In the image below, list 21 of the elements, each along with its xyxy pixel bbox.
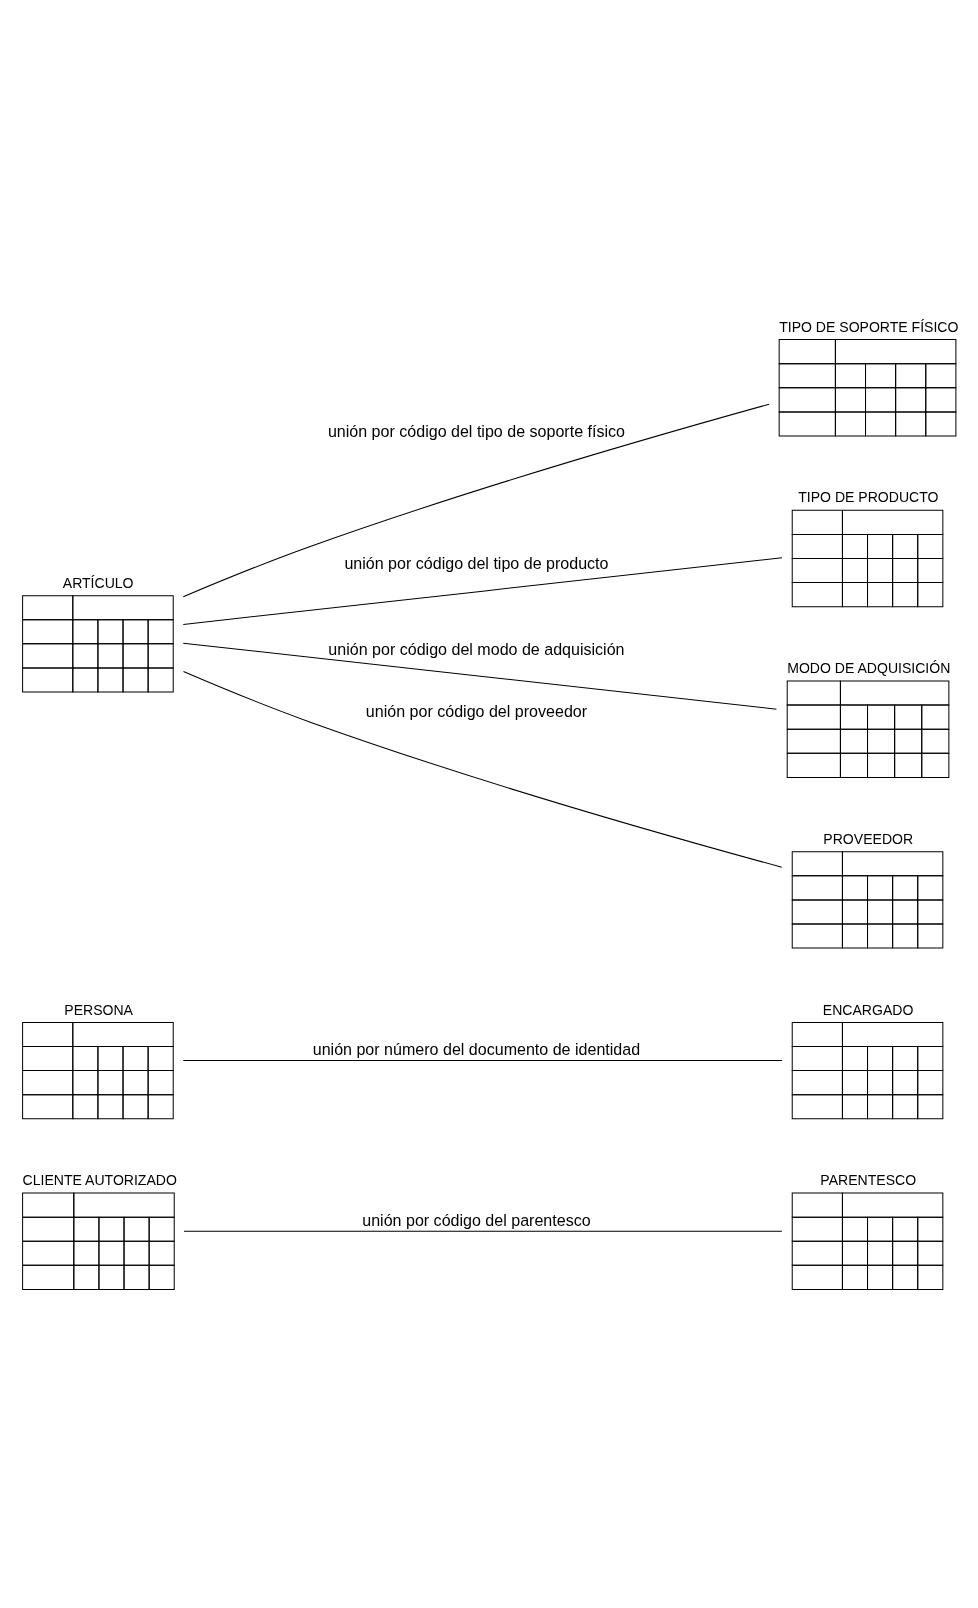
- node-label: TIPO DE SOPORTE FÍSICO: [779, 318, 959, 335]
- edge-label: unión por número del documento de identidad: [312, 1039, 641, 1058]
- connector: [183, 670, 783, 868]
- edge-label: unión por código del modo de adquisición: [328, 639, 625, 658]
- node-label: PROVEEDOR: [823, 830, 914, 847]
- edge-label: unión por código del tipo de producto: [344, 553, 609, 572]
- node-label: CLIENTE AUTORIZADO: [22, 1171, 177, 1188]
- node-label: MODO DE ADQUISICIÓN: [787, 659, 951, 676]
- node-label: PARENTESCO: [820, 1171, 917, 1188]
- node-label: TIPO DE PRODUCTO: [798, 488, 939, 505]
- node-label: PERSONA: [64, 1001, 133, 1018]
- connector: [182, 556, 783, 625]
- connector: [182, 403, 770, 597]
- node-label: ARTÍCULO: [62, 574, 134, 591]
- edge-label: unión por código del tipo de soporte físico: [327, 421, 625, 440]
- connector: [182, 1059, 783, 1061]
- connector: [183, 1230, 783, 1232]
- edge-label: unión por código del proveedor: [365, 701, 588, 720]
- connector: [182, 642, 777, 710]
- node-label: ENCARGADO: [822, 1001, 914, 1018]
- edge-label: unión por código del parentesco: [362, 1210, 591, 1229]
